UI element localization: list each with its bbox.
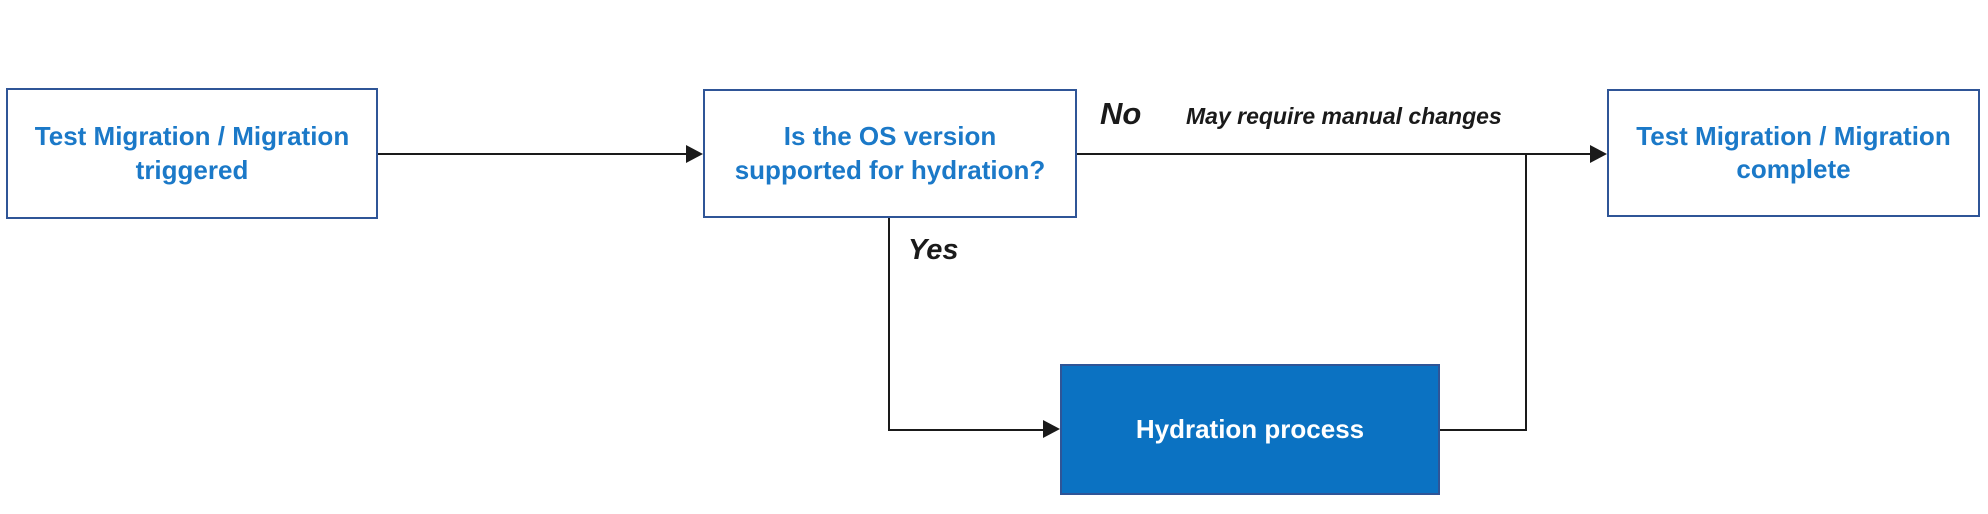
edge-label-no: No	[1100, 96, 1142, 131]
node-os-version-decision: Is the OS version supported for hydratio…	[703, 89, 1077, 218]
node-label-line: triggered	[135, 154, 249, 185]
edge-no-to-complete	[1077, 153, 1595, 155]
edge-hydration-out-segment	[1440, 429, 1527, 431]
node-label-line: Hydration process	[1135, 413, 1365, 444]
node-label-line: complete	[1736, 154, 1851, 184]
arrow-right-icon	[1043, 420, 1060, 438]
edge-label-yes: Yes	[908, 234, 959, 266]
node-label-line: Test Migration / Migration	[34, 121, 350, 152]
edge-label-manual-changes-note: May require manual changes	[1186, 103, 1502, 129]
edge-hydration-up-segment	[1525, 154, 1527, 431]
node-test-migration-triggered: Test Migration / Migration triggered	[6, 88, 378, 219]
node-hydration-process: Hydration process	[1060, 364, 1440, 495]
node-label-line: Is the OS version	[783, 121, 997, 152]
edge-yes-horizontal-segment	[888, 429, 1046, 431]
arrow-right-icon	[686, 145, 703, 163]
node-migration-complete: Test Migration / Migration complete	[1607, 89, 1980, 217]
node-label-line: Test Migration / Migration	[1636, 120, 1951, 151]
edge-yes-vertical-segment	[888, 218, 890, 431]
node-label-line: supported for hydration?	[734, 154, 1046, 185]
arrow-right-icon	[1590, 145, 1607, 163]
edge-start-to-decision	[378, 153, 690, 155]
